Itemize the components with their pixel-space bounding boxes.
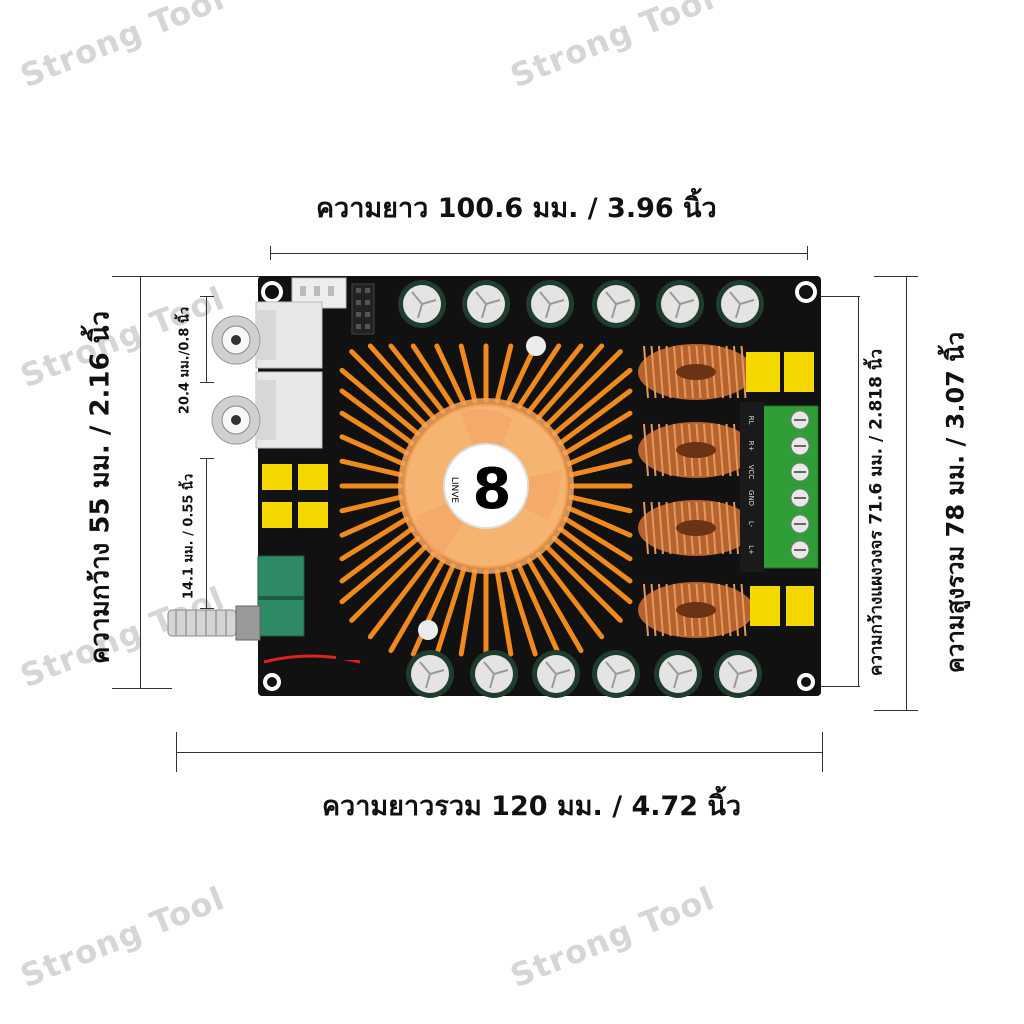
bottom-total-length-label: ความยาวรวม 120 มม. / 4.72 นิ้ว — [322, 791, 742, 822]
electrolytic-capacitor — [714, 650, 762, 698]
total-height-tick — [874, 710, 918, 711]
connector-offset-tick — [200, 608, 214, 609]
connector-offset-tick — [200, 458, 214, 459]
terminal-label: L- — [747, 521, 755, 528]
rca-jack — [211, 371, 323, 449]
terminal-label: VCC — [747, 465, 755, 480]
connector-offset-line — [206, 458, 207, 608]
electrolytic-capacitor — [532, 650, 580, 698]
rca-jack — [211, 301, 323, 369]
board-width-line — [858, 296, 859, 686]
terminal-label: L+ — [747, 545, 755, 555]
toroidal-inductor — [638, 422, 754, 478]
mounting-hole — [795, 281, 817, 303]
pin-header — [351, 283, 375, 335]
board-width-tick — [820, 686, 860, 687]
bottom-dimension-line — [176, 752, 822, 753]
total-height-tick — [874, 276, 918, 277]
speaker-terminal-block — [740, 402, 819, 572]
fan-logo: 8 — [473, 457, 512, 522]
electrolytic-capacitor — [656, 280, 704, 328]
top-length-label: ความยาว 100.6 มม. / 3.96 นิ้ว — [316, 193, 717, 224]
film-capacitor — [262, 464, 328, 528]
left-dimension-tick — [112, 688, 172, 689]
electrolytic-capacitor — [716, 280, 764, 328]
total-height-line — [906, 276, 907, 710]
toroidal-inductor — [638, 500, 754, 556]
electrolytic-capacitor — [526, 280, 574, 328]
watermark: Strong Tool — [505, 878, 720, 996]
mounting-hole — [263, 673, 281, 691]
top-dimension-line — [270, 253, 808, 254]
electrolytic-capacitor — [470, 650, 518, 698]
fan-brand-label: LINVE — [449, 477, 459, 504]
watermark: Strong Tool — [15, 0, 230, 96]
led — [526, 336, 546, 356]
left-dimension-tick — [112, 276, 262, 277]
electrolytic-capacitor — [654, 650, 702, 698]
electrolytic-capacitor — [592, 280, 640, 328]
rca-spacing-tick — [200, 382, 214, 383]
electrolytic-capacitor — [398, 280, 446, 328]
watermark: Strong Tool — [505, 0, 720, 96]
terminal-label: R+ — [747, 441, 755, 452]
top-dimension-tick — [270, 246, 271, 260]
watermark: Strong Tool — [15, 878, 230, 996]
board-width-label: ความกว้างแผงวงจร 71.6 มม. / 2.818 นิ้ว — [866, 348, 887, 677]
electrolytic-capacitor — [406, 650, 454, 698]
toroidal-inductor — [638, 582, 754, 638]
cooling-fan — [398, 398, 574, 574]
mounting-hole — [797, 673, 815, 691]
total-height-label: ความสูงรวม 78 มม. / 3.07 นิ้ว — [941, 331, 970, 674]
bottom-dimension-tick — [822, 732, 823, 772]
terminal-label: GND — [747, 490, 755, 506]
rca-spacing-tick — [200, 296, 214, 297]
left-width-label: ความกว้าง 55 มม. / 2.16 นิ้ว — [85, 311, 116, 664]
bottom-dimension-tick — [176, 732, 177, 772]
board-width-tick — [820, 296, 860, 297]
led — [418, 620, 438, 640]
amplifier-board: 8 LINVE RL R+ VCC GND L- L+ — [167, 276, 821, 698]
toroidal-inductor — [638, 344, 754, 400]
mounting-hole — [261, 281, 283, 303]
film-capacitor — [746, 352, 814, 626]
electrolytic-capacitor — [592, 650, 640, 698]
top-dimension-tick — [807, 246, 808, 260]
left-dimension-line — [140, 276, 141, 688]
terminal-label: RL — [747, 416, 755, 425]
electrolytic-capacitor — [462, 280, 510, 328]
rca-spacing-line — [206, 296, 207, 382]
